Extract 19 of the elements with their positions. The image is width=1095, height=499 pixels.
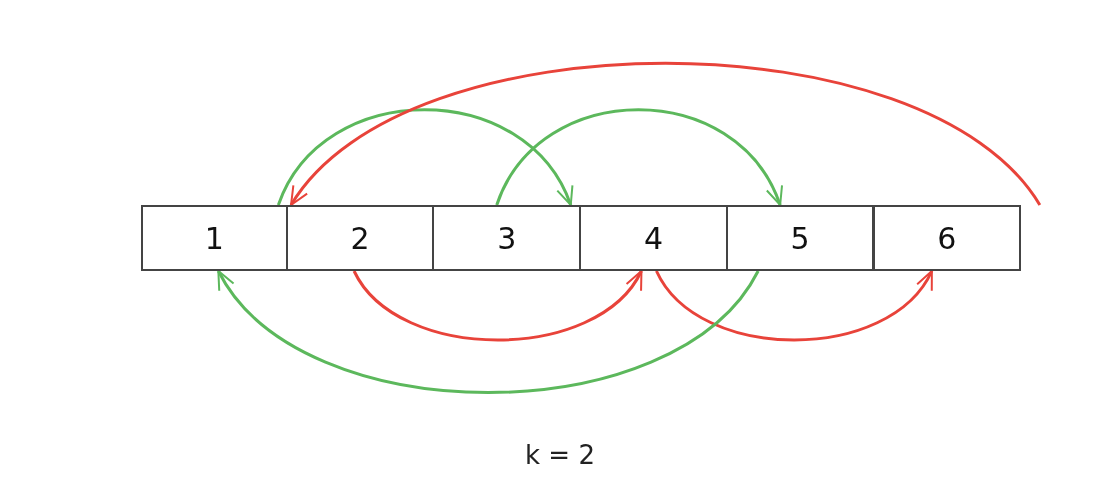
array-cell [141, 205, 288, 271]
cell-number: 6 [937, 220, 957, 256]
array-cell [579, 205, 728, 271]
caption-text: k = 2 [524, 440, 596, 470]
curved-arrow [289, 61, 1041, 206]
array-cell [432, 205, 582, 271]
curved-arrow [655, 270, 934, 342]
array-cell [872, 205, 1022, 271]
array-cell [725, 205, 875, 271]
curved-arrow [217, 270, 760, 394]
cell-number: 5 [790, 220, 810, 256]
cell-number: 1 [204, 220, 224, 256]
cell-number: 4 [643, 220, 663, 256]
curved-arrow [277, 108, 573, 206]
cell-number: 2 [350, 220, 370, 256]
array-cell [285, 205, 435, 271]
curved-arrow [495, 108, 782, 206]
curved-arrow [352, 270, 643, 342]
cell-number: 3 [497, 220, 517, 256]
